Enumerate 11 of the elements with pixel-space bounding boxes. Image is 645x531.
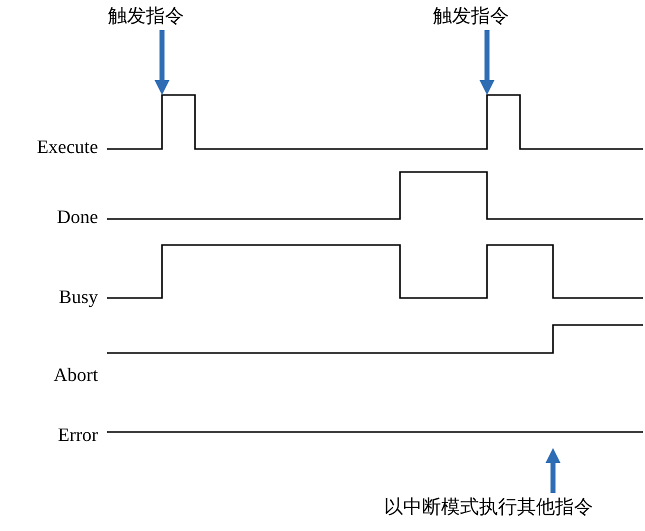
arrow bbox=[480, 30, 494, 95]
annotation-text: 触发指令 bbox=[433, 6, 509, 28]
annotation-text: 以中断模式执行其他指令 bbox=[384, 497, 593, 519]
arrow bbox=[154, 30, 170, 95]
arrow bbox=[546, 448, 560, 493]
signal-name: Abort bbox=[52, 365, 98, 387]
annotation-text: 触发指令 bbox=[108, 6, 184, 28]
signal-name: Done bbox=[56, 207, 98, 229]
signal-name: Execute bbox=[36, 137, 98, 159]
signal-name: Busy bbox=[58, 287, 98, 309]
signal-name: Error bbox=[56, 425, 98, 447]
